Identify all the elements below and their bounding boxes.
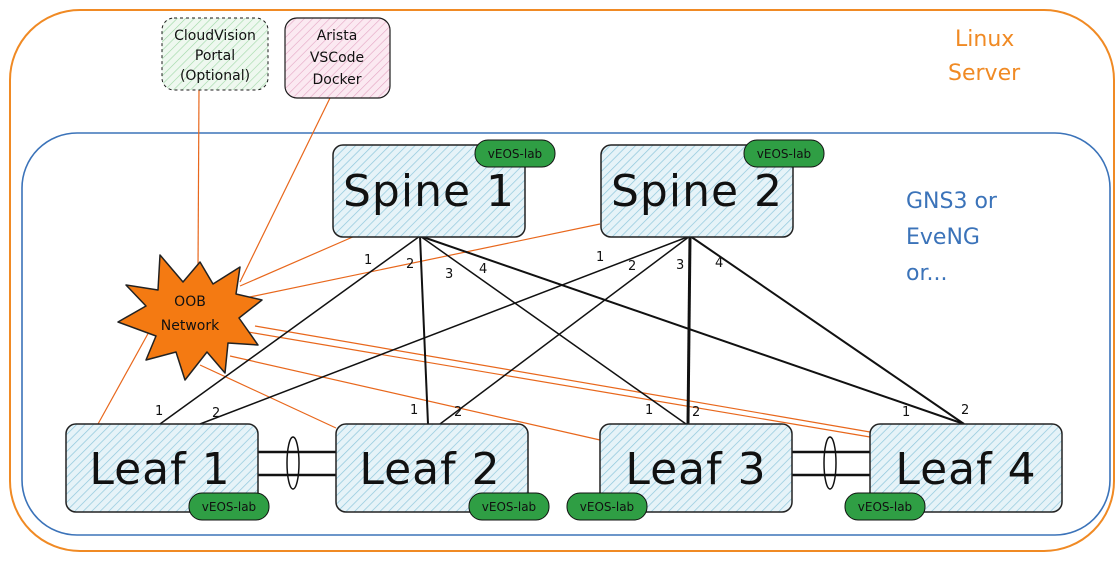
arista-vscode-docker: Arista VSCode Docker [284, 17, 391, 99]
oob-line-1: OOB [174, 294, 206, 310]
port-label: 1 [645, 403, 653, 418]
vscode-line-3: Docker [312, 72, 361, 88]
leaf-2-tag: vEOS-lab [482, 500, 536, 514]
cvp-line-3: (Optional) [180, 68, 250, 84]
leaf-3: Leaf 3 vEOS-lab [566, 423, 793, 521]
leaf-2: Leaf 2 vEOS-lab [335, 423, 550, 521]
leaf-1: Leaf 1 vEOS-lab [65, 423, 270, 521]
spine-2-label: Spine 2 [611, 166, 783, 217]
leaf-1-label: Leaf 1 [89, 444, 230, 495]
port-label: 4 [715, 256, 723, 271]
port-label: 2 [692, 405, 700, 420]
cvp-line-2: Portal [195, 48, 235, 64]
linux-server-label-2: Server [948, 61, 1021, 86]
port-label: 2 [212, 406, 220, 421]
port-label: 3 [445, 267, 453, 282]
port-label: 1 [364, 253, 372, 268]
virt-label-2: EveNG [906, 225, 980, 250]
fabric-links [159, 235, 965, 425]
port-label: 2 [454, 405, 462, 420]
leaf-4: Leaf 4 vEOS-lab [844, 423, 1063, 521]
port-label: 3 [676, 258, 684, 273]
port-label: 2 [961, 403, 969, 418]
leaf-2-label: Leaf 2 [359, 444, 500, 495]
port-labels: 1 2 3 4 1 2 3 4 1 2 1 2 1 2 1 2 [155, 250, 969, 421]
leaf-3-tag: vEOS-lab [580, 500, 634, 514]
cloudvision-portal: CloudVision Portal (Optional) [161, 17, 269, 91]
virtualization-box [21, 132, 1111, 536]
leaf-4-label: Leaf 4 [895, 444, 1036, 495]
port-label: 1 [596, 250, 604, 265]
port-label: 1 [410, 403, 418, 418]
leaf-1-tag: vEOS-lab [202, 500, 256, 514]
spine-1-tag: vEOS-lab [488, 147, 542, 161]
mlag-links [255, 436, 872, 490]
virt-label-1: GNS3 or [906, 189, 998, 214]
leaf-3-label: Leaf 3 [625, 444, 766, 495]
spine-1-label: Spine 1 [343, 166, 515, 217]
spine-1: Spine 1 vEOS-lab [332, 139, 556, 238]
port-label: 1 [155, 404, 163, 419]
vscode-line-1: Arista [317, 28, 358, 44]
port-label: 1 [902, 405, 910, 420]
oob-network: OOB Network [117, 254, 263, 381]
linux-server-label-1: Linux [955, 27, 1014, 52]
cvp-line-1: CloudVision [174, 28, 256, 44]
spine-2: Spine 2 vEOS-lab [600, 139, 825, 238]
oob-links [97, 87, 871, 441]
leaf-4-tag: vEOS-lab [858, 500, 912, 514]
linux-server-box [9, 9, 1115, 552]
virt-label-3: or... [906, 261, 947, 286]
port-label: 2 [628, 259, 636, 274]
port-label: 2 [406, 257, 414, 272]
oob-line-2: Network [161, 318, 220, 334]
vscode-line-2: VSCode [310, 50, 364, 66]
spine-2-tag: vEOS-lab [757, 147, 811, 161]
port-label: 4 [479, 262, 487, 277]
